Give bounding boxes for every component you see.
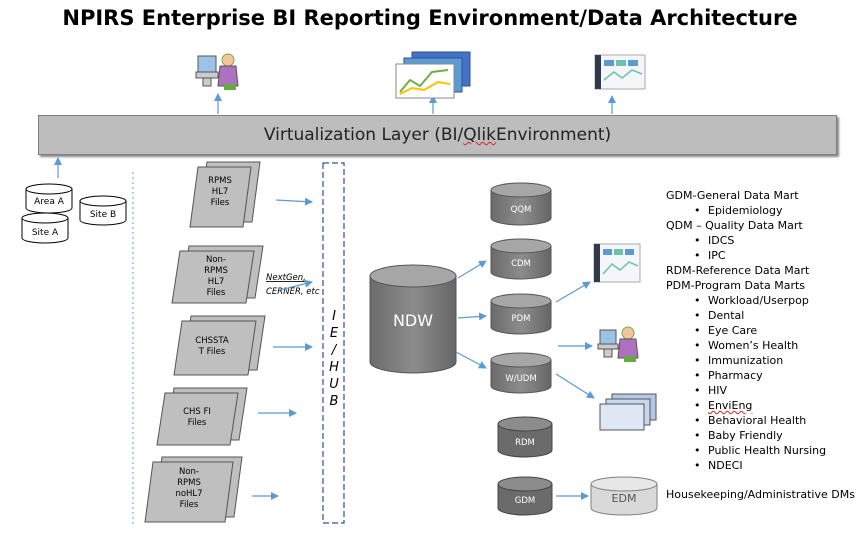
file-chs-fi-l1: CHS FI [183,407,211,417]
site-b-label: Site B [90,210,116,220]
hub-letter-5: U [329,377,339,392]
wudm-label: W/UDM [505,374,536,384]
qqm-label: QQM [511,205,532,215]
legend-pdm-item-8-text: EnviEng [708,399,753,412]
legend-pdm-item-1: Workload/Userpop [666,293,826,308]
legend-pdm-item-2: Dental [666,308,826,323]
virtualization-prefix: Virtualization Layer (BI/ [263,125,464,145]
virtualization-suffix: Environment) [495,125,612,145]
hub-letter-3: / [331,343,338,358]
file-non-rpms-nohl7-l4: Files [180,500,199,510]
arrow-file-2 [279,279,313,291]
file-non-rpms-nohl7: Non- RPMS noHL7 Files [144,456,243,523]
legend-upper: GDM-General Data Mart Epidemiology QDM –… [666,188,826,473]
arrow-ndw-pdm [457,312,487,321]
hub-letter-6: B [330,394,339,409]
legend-pdm-item-10: Baby Friendly [666,428,826,443]
area-a-label: Area A [34,197,65,207]
legend-rdm-head: RDM-Reference Data Mart [666,264,810,277]
virtualization-qlik: Qlik [463,125,496,145]
source-cylinder-site-a: Site A [21,212,69,244]
rdm-cylinder: RDM [497,416,553,458]
nextgen-label-1: NextGen, [266,273,306,283]
legend-pdm-item-5: Immunization [666,353,826,368]
gdm-cylinder: GDM [497,476,553,516]
file-rpms-hl7-l2: HL7 [212,187,229,197]
cdm-cylinder: CDM [490,238,552,280]
edm-label: EDM [612,492,637,505]
legend-qdm-item-1: IDCS [666,233,826,248]
legend-qdm-item-2: IPC [666,248,826,263]
arrow-to-reports [555,373,595,399]
ndw-cylinder: NDW [369,264,457,374]
legend-pdm-item-12: NDECI [666,458,826,473]
report-docs-icon [599,393,657,431]
cdm-label: CDM [511,259,531,269]
file-chs-fi-l2: Files [188,418,207,428]
arrow-file-1 [275,197,313,206]
legend-pdm-item-4: Women’s Health [666,338,826,353]
legend-pdm-head: PDM-Program Data Marts [666,279,806,292]
nextgen-label-2: CERNER, etc [266,287,320,297]
legend-pdm-item-8: EnviEng [666,398,826,413]
wudm-cylinder: W/UDM [490,352,552,394]
source-cylinder-site-b: Site B [79,195,127,226]
file-rpms-hl7-l1: RPMS [208,176,232,186]
pdm-label: PDM [511,314,530,324]
file-non-rpms-hl7-l1: Non- [206,255,226,265]
file-non-rpms-hl7: Non- RPMS HL7 Files [171,245,264,304]
legend-pdm-item-1-text: Workload/Userpop [708,294,809,307]
legend-qdm-head: QDM – Quality Data Mart [666,219,803,232]
file-rpms-hl7: RPMS HL7 Files [189,161,261,228]
file-rpms-hl7-l3: Files [211,198,230,208]
pdm-cylinder: PDM [490,293,552,335]
file-non-rpms-nohl7-l2: RPMS [177,478,201,488]
file-non-rpms-nohl7-l3: noHL7 [175,489,202,499]
legend-pdm-item-11: Public Health Nursing [666,443,826,458]
legend-pdm-item-7: HIV [666,383,826,398]
ndw-label: NDW [393,311,433,330]
arrow-ndw-cdm [457,260,487,279]
dashboard-icon [594,54,646,90]
arrow-pdm-dashboard [555,281,591,303]
rdm-label: RDM [515,438,535,448]
edm-cylinder: EDM [590,476,658,516]
page-title: NPIRS Enterprise BI Reporting Environmen… [62,6,798,30]
file-chssta-l1: CHSSTA [195,336,229,346]
file-non-rpms-hl7-l3: HL7 [208,277,225,287]
legend-pdm-item-3: Eye Care [666,323,826,338]
legend-pdm-item-9: Behavioral Health [666,413,826,428]
file-chssta: CHSSTA T Files [173,315,266,376]
ie-hub-bar [322,162,345,524]
legend-gdm-item-1: Epidemiology [666,203,826,218]
hub-letter-1: I [332,309,336,324]
legend-gdm-head: GDM-General Data Mart [666,189,799,202]
virtualization-layer: Virtualization Layer (BI/Qlik Environmen… [38,115,837,155]
arrow-ndw-wudm [455,351,487,369]
file-chs-fi: CHS FI Files [156,387,248,446]
file-non-rpms-nohl7-l1: Non- [179,467,199,477]
file-non-rpms-hl7-l2: RPMS [204,266,228,276]
qqm-cylinder: QQM [490,182,552,226]
user-at-computer-icon [195,53,239,90]
dashboard-icon-2 [593,243,641,283]
source-cylinder-area-a: Area A [25,183,73,214]
site-a-label: Site A [32,228,59,238]
gdm-label: GDM [515,496,535,506]
file-non-rpms-hl7-l4: Files [207,288,226,298]
hub-letter-2: E [330,326,339,341]
hub-letter-4: H [329,360,339,375]
legend-pdm-item-6: Pharmacy [666,368,826,383]
file-chssta-l2: T Files [198,347,226,357]
report-charts-icon [395,51,471,99]
legend-housekeeping: Housekeeping/Administrative DMs [666,488,855,501]
user-at-computer-icon-2 [597,326,639,362]
